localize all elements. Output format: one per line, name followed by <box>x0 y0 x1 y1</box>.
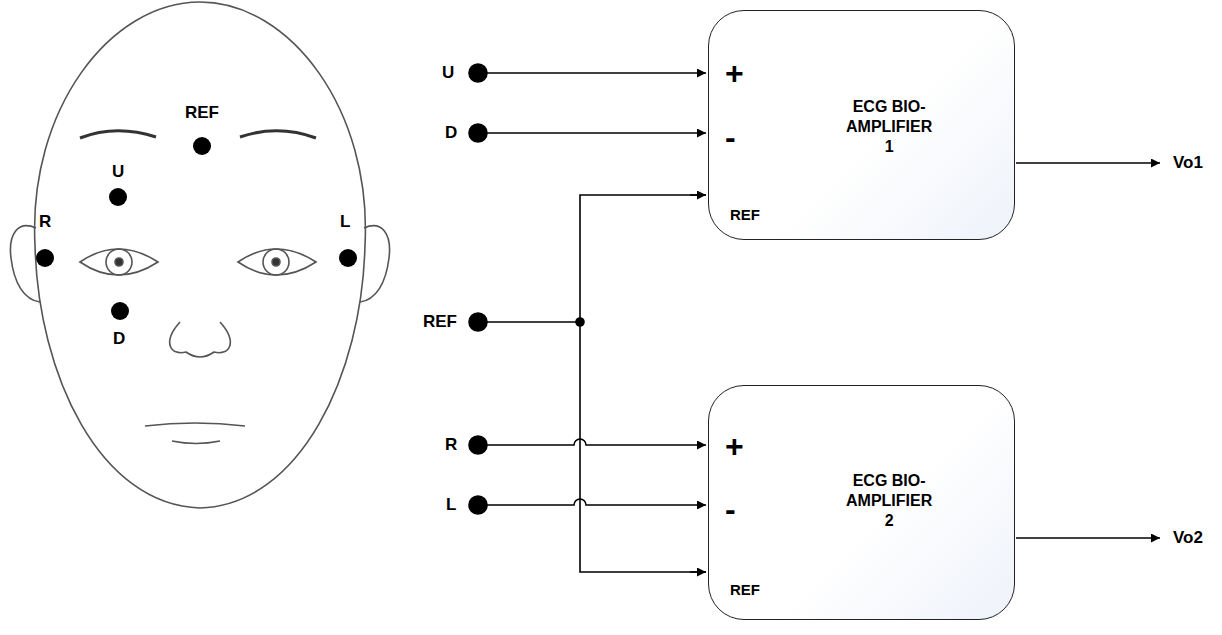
mouth <box>172 441 220 444</box>
terminal-name: U <box>441 64 455 83</box>
left-ear <box>10 226 40 302</box>
wire <box>487 321 580 323</box>
terminal-name: REF <box>422 313 458 332</box>
pin-label: - <box>725 493 736 525</box>
iris <box>263 249 289 275</box>
amplifier-title: ECG BIO-AMPLIFIER 2 <box>846 471 932 531</box>
terminal <box>469 496 487 514</box>
eye <box>80 249 158 275</box>
right-ear <box>360 226 390 302</box>
pin-label: + <box>725 57 744 89</box>
eye <box>238 249 316 275</box>
pin-label: - <box>725 121 736 153</box>
electrode-name: REF <box>184 104 220 123</box>
terminal-name: R <box>444 436 458 455</box>
output-wire <box>1016 162 1160 164</box>
electrode-name: U <box>111 163 125 182</box>
eyebrow <box>80 131 156 138</box>
terminal <box>469 313 487 331</box>
signal-name: Vo1 <box>1172 154 1204 173</box>
pin-label: REF <box>730 581 760 600</box>
electrode-dot <box>36 249 54 267</box>
electrode-dot <box>111 302 129 320</box>
wire <box>580 195 706 572</box>
electrode-name: L <box>339 213 351 232</box>
amplifier-title: ECG BIO-AMPLIFIER 1 <box>846 97 932 157</box>
nose <box>170 322 231 357</box>
electrode-dot <box>193 137 211 155</box>
wire-hop <box>487 499 706 505</box>
iris <box>106 249 132 275</box>
mouth <box>145 423 245 426</box>
pupil <box>272 258 280 266</box>
wire-hop <box>487 439 706 445</box>
amplifier-box: + - REF ECG BIO-AMPLIFIER 1 <box>708 10 1015 240</box>
electrode-dot <box>109 188 127 206</box>
terminal <box>469 124 487 142</box>
eyebrow <box>240 131 316 138</box>
terminal-name: D <box>444 124 458 143</box>
pin-label: REF <box>730 206 760 225</box>
electrode-name: R <box>38 213 52 232</box>
wire <box>487 72 706 74</box>
arrowhead-stub <box>690 571 706 573</box>
terminal <box>469 436 487 454</box>
amplifier-box: + - REF ECG BIO-AMPLIFIER 2 <box>708 385 1015 620</box>
arrowhead-stub <box>690 194 706 196</box>
face-drawing <box>10 2 389 508</box>
pin-label: + <box>725 430 744 462</box>
terminal <box>469 64 487 82</box>
wire <box>487 132 706 134</box>
electrodes <box>36 137 357 320</box>
electrode-dot <box>339 249 357 267</box>
terminal-name: L <box>445 496 457 515</box>
output-wire <box>1016 537 1160 539</box>
pupil <box>115 258 123 266</box>
signal-name: Vo2 <box>1172 529 1204 548</box>
electrode-name: D <box>112 330 126 349</box>
head-outline <box>35 2 366 508</box>
